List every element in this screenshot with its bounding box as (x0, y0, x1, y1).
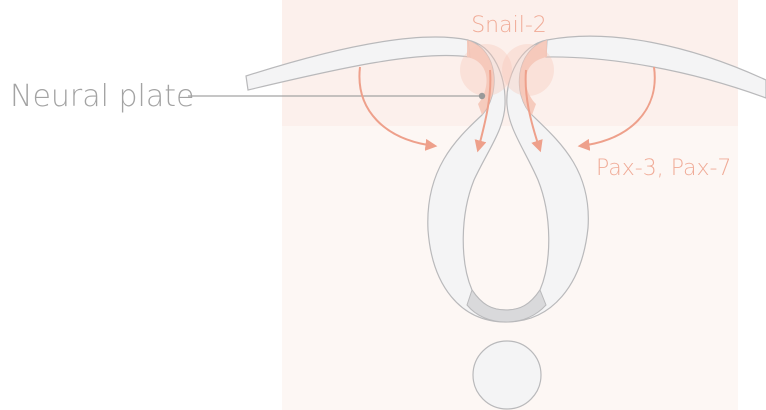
pax-label: Pax-3, Pax-7 (596, 156, 731, 181)
snail-2-label: Snail-2 (471, 13, 547, 38)
notochord (473, 341, 541, 409)
neural-plate-label: Neural plate (10, 79, 194, 114)
neural-plate-pointer-dot (479, 93, 485, 99)
neural-crest-glow-right (502, 44, 554, 96)
